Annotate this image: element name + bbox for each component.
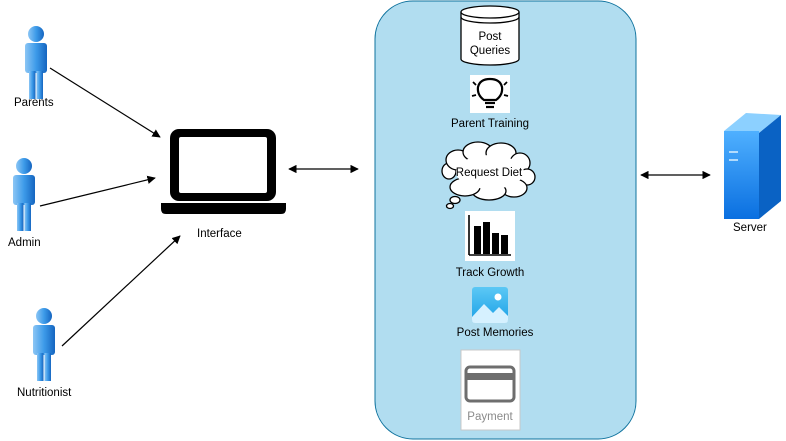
interface-label: Interface: [197, 228, 242, 240]
payment-card-icon: [460, 349, 521, 431]
laptop-icon: [161, 129, 286, 214]
request-diet-label: Request Diet: [455, 167, 523, 179]
admin-actor-icon: [13, 158, 35, 231]
nutritionist-label: Nutritionist: [17, 387, 72, 399]
connector-parents-interface: [49, 67, 161, 138]
parents-actor-icon: [25, 26, 47, 99]
payment-label: Payment: [467, 411, 513, 423]
connector-nutritionist-interface: [61, 235, 181, 347]
post-queries-label-line1: Post: [478, 31, 502, 43]
track-growth-label: Track Growth: [455, 267, 525, 279]
post-queries-label-line2: Queries: [469, 45, 511, 57]
database-cylinder-icon: [460, 5, 520, 66]
nutritionist-actor-icon: [33, 308, 55, 381]
thought-cloud-icon: [441, 141, 536, 210]
bar-chart-icon: [465, 211, 515, 261]
server-icon: [724, 113, 781, 219]
parents-label: Parents: [14, 97, 54, 109]
server-label: Server: [733, 222, 767, 234]
connector-admin-interface: [39, 175, 156, 207]
lightbulb-icon: [470, 75, 510, 113]
post-memories-label: Post Memories: [456, 327, 534, 339]
image-icon: [472, 287, 508, 323]
parent-training-label: Parent Training: [451, 118, 529, 130]
admin-label: Admin: [8, 237, 41, 249]
